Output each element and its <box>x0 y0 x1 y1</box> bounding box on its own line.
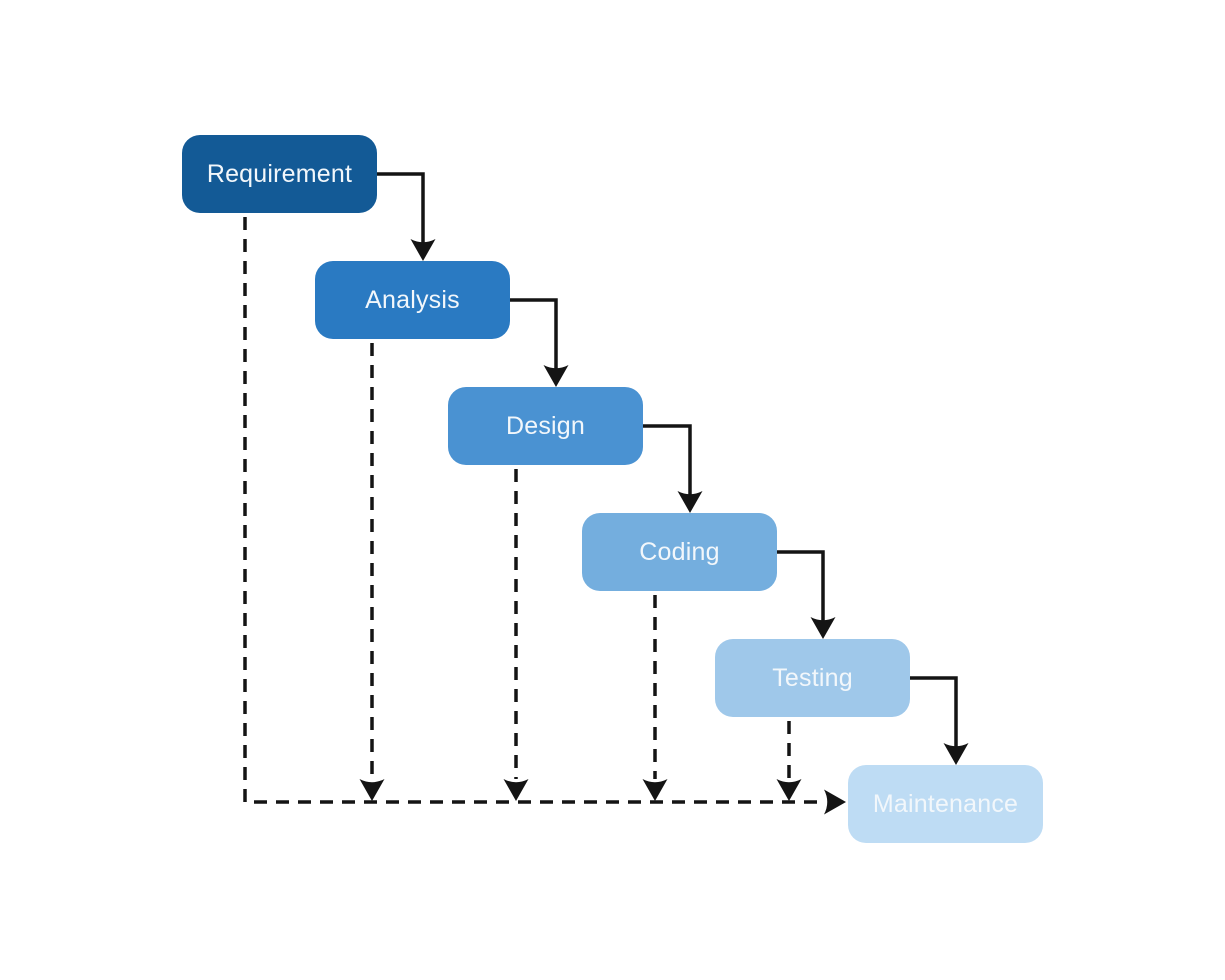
stage-requirement: Requirement <box>182 135 377 213</box>
arrowhead-down-icon <box>543 365 569 387</box>
connector-line <box>510 298 558 370</box>
connector-line <box>777 550 825 622</box>
connector-testing-to-maintenance <box>910 676 969 765</box>
arrowhead-down-icon <box>810 617 836 639</box>
arrowhead-down-icon <box>776 779 802 801</box>
arrowhead-down-icon <box>503 779 529 801</box>
stage-requirement-label: Requirement <box>206 159 353 188</box>
arrowhead-down-icon <box>359 779 385 801</box>
feedback-testing-drop-line <box>776 721 802 801</box>
connector-analysis-to-design <box>510 298 569 387</box>
stage-testing: Testing <box>715 639 910 717</box>
arrowhead-right-icon <box>824 789 846 815</box>
feedback-analysis-drop-line <box>359 343 385 801</box>
stage-maintenance: Maintenance <box>848 765 1043 843</box>
connector-coding-to-testing <box>777 550 836 639</box>
connector-line <box>377 172 425 244</box>
connector-line <box>643 424 692 496</box>
arrowhead-down-icon <box>677 491 703 513</box>
feedback-line <box>243 217 818 804</box>
stage-analysis: Analysis <box>315 261 510 339</box>
feedback-design-drop-line <box>503 469 529 801</box>
stage-design-label: Design <box>505 411 586 440</box>
connector-design-to-coding <box>643 424 703 513</box>
arrowhead-down-icon <box>943 743 969 765</box>
stage-design: Design <box>448 387 643 465</box>
arrowhead-down-icon <box>410 239 436 261</box>
stage-coding: Coding <box>582 513 777 591</box>
feedback-requirement-return-line <box>243 217 846 815</box>
connector-line <box>910 676 958 748</box>
connector-requirement-to-analysis <box>377 172 436 261</box>
stage-coding-label: Coding <box>639 537 720 566</box>
stage-analysis-label: Analysis <box>365 285 460 314</box>
feedback-coding-drop-line <box>642 595 668 801</box>
stage-maintenance-label: Maintenance <box>872 789 1019 818</box>
stage-testing-label: Testing <box>772 663 853 692</box>
arrowhead-down-icon <box>642 779 668 801</box>
